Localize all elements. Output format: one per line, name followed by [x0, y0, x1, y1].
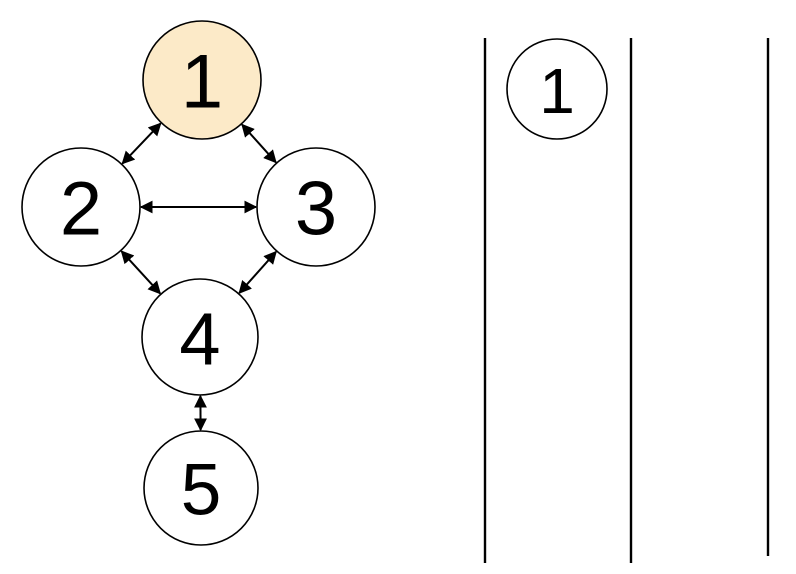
graph-node-label-2: 2 — [60, 167, 102, 252]
node-layer: 12 34 5 — [21, 20, 376, 546]
graph-node-circle-2[interactable] — [21, 147, 141, 267]
graph-node-label-1: 1 — [181, 40, 223, 125]
graph-edge-1-2 — [121, 122, 162, 165]
queue-item-1[interactable]: 1 — [506, 38, 608, 140]
queue-item-circle-1[interactable] — [506, 38, 608, 140]
edge-layer — [120, 122, 277, 432]
graph-edge-1-3 — [241, 123, 277, 164]
graph-node-1[interactable]: 1 — [142, 20, 262, 140]
graph-node-3[interactable]: 3 — [256, 147, 376, 267]
graph-node-4[interactable]: 4 — [141, 278, 259, 396]
graph-edge-2-4 — [120, 250, 162, 295]
graph-edge-3-4 — [238, 250, 277, 294]
graph-node-circle-3[interactable] — [256, 147, 376, 267]
divider-layer — [483, 38, 770, 563]
graph-node-circle-4[interactable] — [141, 278, 259, 396]
graph-node-label-4: 4 — [179, 298, 220, 381]
graph-node-label-3: 3 — [295, 167, 337, 252]
graph-node-circle-5[interactable] — [143, 430, 259, 546]
graph-node-circle-1[interactable] — [142, 20, 262, 140]
graph-node-label-5: 5 — [181, 450, 222, 531]
queue-item-label-1: 1 — [539, 55, 575, 127]
graph-node-2[interactable]: 2 — [21, 147, 141, 267]
queue-item-layer: 1 — [506, 38, 608, 140]
graph-node-5[interactable]: 5 — [143, 430, 259, 546]
